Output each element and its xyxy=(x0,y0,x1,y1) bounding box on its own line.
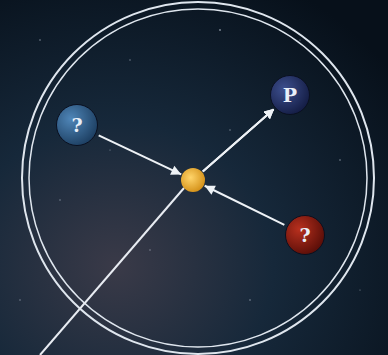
arrowhead xyxy=(205,186,216,195)
planet-sphere: P xyxy=(270,75,310,115)
motion-arrow xyxy=(203,109,285,224)
arrowhead xyxy=(170,166,181,175)
planet-sphere: ? xyxy=(56,104,98,146)
planet-sphere: ? xyxy=(285,215,325,255)
trajectory-line xyxy=(40,188,184,355)
outer-ring xyxy=(22,2,374,354)
sphere-label: P xyxy=(283,86,297,105)
inner-ring xyxy=(29,9,367,347)
central-star xyxy=(181,168,205,192)
stars xyxy=(19,29,360,301)
motion-arrow xyxy=(99,109,274,174)
sphere-label: ? xyxy=(71,116,82,135)
sphere-label: ? xyxy=(299,226,310,245)
